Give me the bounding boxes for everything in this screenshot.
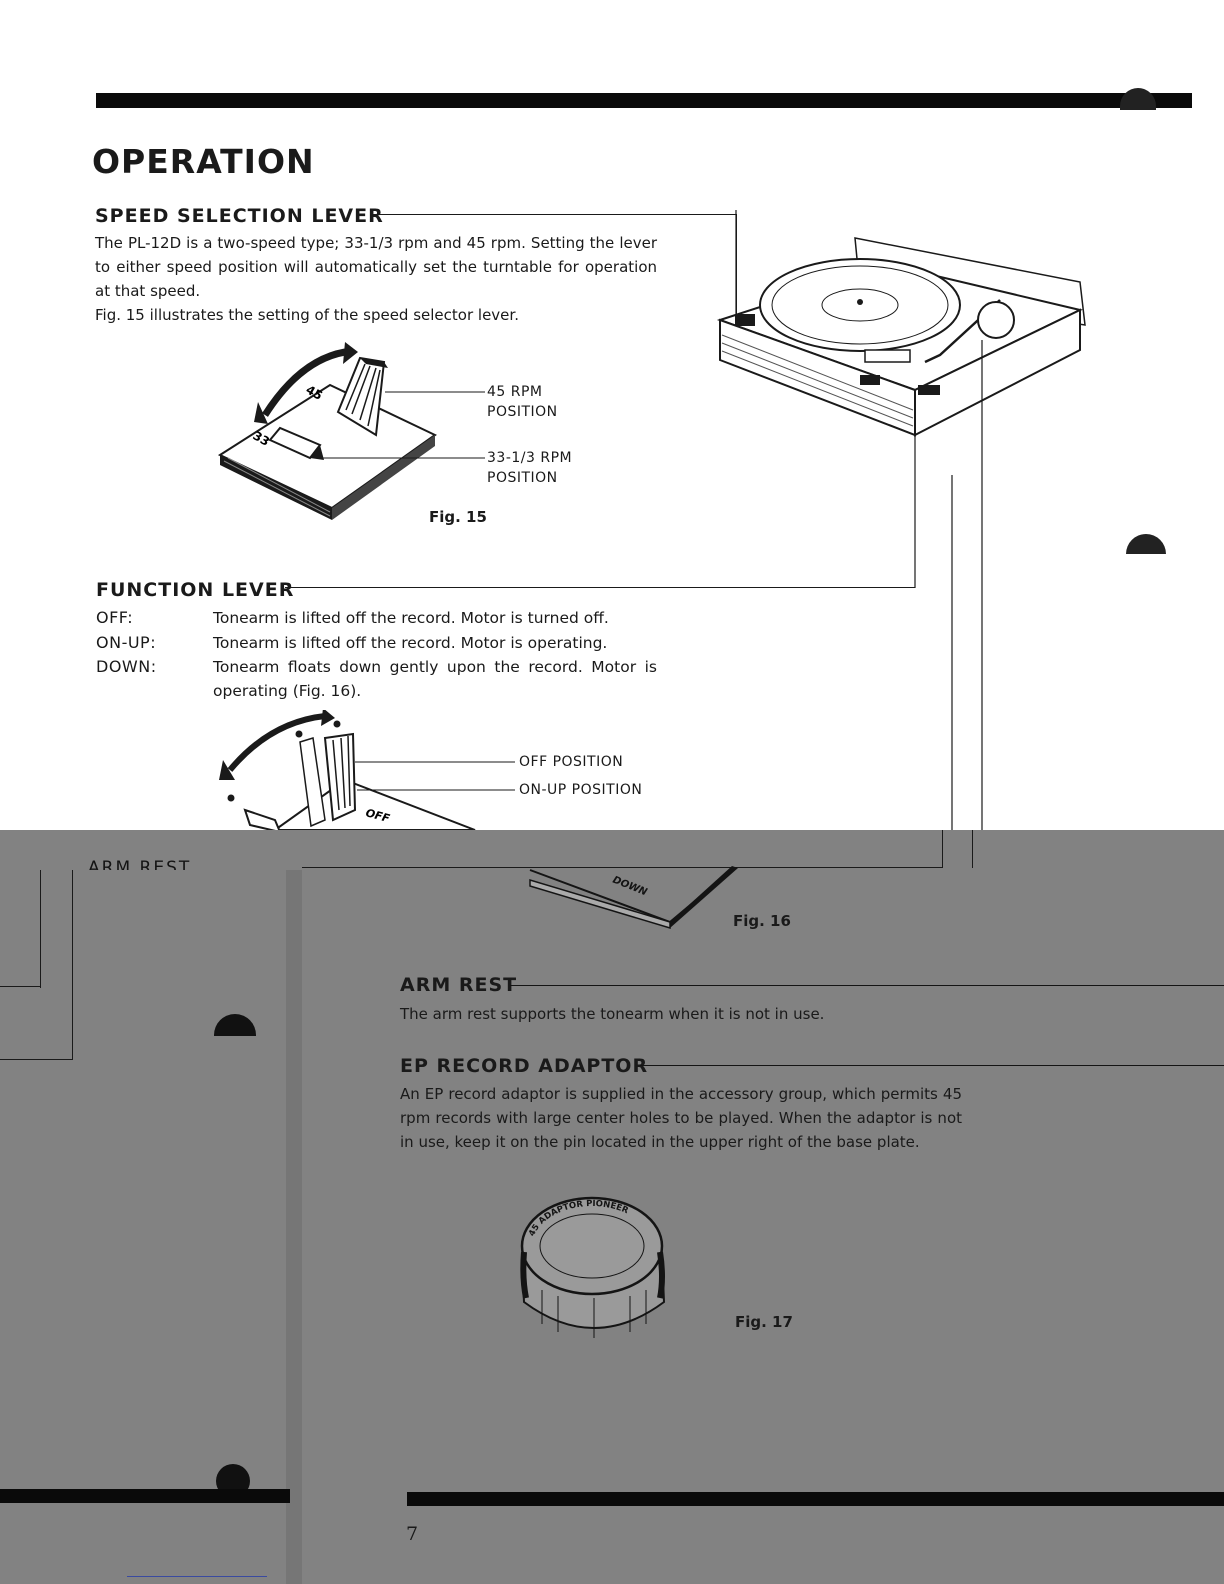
- function-term-off: OFF:: [96, 608, 134, 627]
- fold-connector-drop: [942, 830, 943, 868]
- speed-selection-fig-note: Fig. 15 illustrates the setting of the s…: [95, 306, 519, 324]
- function-lever-illustration: OFF: [219, 710, 515, 830]
- fold-connector-drop-2: [972, 830, 973, 868]
- arm-rest-rule: [510, 985, 1224, 986]
- header-bar: [96, 93, 1192, 108]
- ep-adaptor-rule: [640, 1065, 1224, 1066]
- callout-33-line2: POSITION: [487, 470, 558, 486]
- binder-hole-top: [1120, 88, 1156, 110]
- lever-mark-off: OFF: [364, 806, 391, 825]
- callout-33-rpm: 33-1/3 RPM POSITION: [487, 448, 572, 488]
- callout-45-rpm: 45 RPM POSITION: [487, 382, 558, 422]
- page-number: 7: [406, 1523, 419, 1545]
- fig-15-caption: Fig. 15: [429, 508, 487, 526]
- arm-rest-text: The arm rest supports the tonearm when i…: [400, 1005, 825, 1023]
- function-lever-heading: FUNCTION LEVER: [96, 579, 295, 601]
- callout-onup-position: ON-UP POSITION: [519, 782, 643, 798]
- callout-45-line1: 45 RPM: [487, 384, 543, 400]
- lever-mark-down: DOWN: [611, 875, 649, 899]
- turntable-illustration: [716, 210, 1086, 830]
- callout-off-position: OFF POSITION: [519, 754, 624, 770]
- function-heading-rule: [285, 587, 915, 588]
- function-term-down: DOWN:: [96, 657, 157, 676]
- left-page-rule-v2: [72, 870, 73, 1060]
- function-term-onup: ON-UP:: [96, 633, 157, 652]
- speed-heading-rule: [372, 214, 736, 215]
- callout-45-line2: POSITION: [487, 404, 558, 420]
- arm-rest-heading: ARM REST: [400, 974, 518, 996]
- function-def-onup: Tonearm is lifted off the record. Motor …: [213, 634, 608, 652]
- page-title: OPERATION: [92, 142, 315, 181]
- fig-16-caption: Fig. 16: [733, 912, 791, 930]
- footer-bar: [407, 1492, 1224, 1506]
- function-def-off: Tonearm is lifted off the record. Motor …: [213, 609, 609, 627]
- binder-hole-mid: [1126, 534, 1166, 554]
- ep-adaptor-illustration: 45 ADAPTOR PIONEER: [520, 1196, 666, 1338]
- function-lever-base-illustration: DOWN: [529, 866, 738, 930]
- fold-connector: [302, 867, 942, 868]
- speed-selection-paragraph: The PL-12D is a two-speed type; 33-1/3 r…: [95, 234, 657, 300]
- bottom-link-underline: [127, 1576, 267, 1577]
- fig-17-caption: Fig. 17: [735, 1313, 793, 1331]
- page-fold: [286, 870, 302, 1584]
- cut-off-heading: ARM REST: [88, 858, 192, 870]
- left-page-rule-h: [0, 986, 41, 987]
- ep-adaptor-heading: EP RECORD ADAPTOR: [400, 1055, 649, 1077]
- left-page-rule-h2: [0, 1059, 73, 1060]
- function-def-down: Tonearm floats down gently upon the reco…: [213, 658, 657, 700]
- binder-hole-lower: [214, 1014, 256, 1036]
- ep-adaptor-text: An EP record adaptor is supplied in the …: [400, 1085, 962, 1151]
- left-page-rule-v: [40, 870, 41, 988]
- speed-selection-heading: SPEED SELECTION LEVER: [95, 205, 384, 227]
- callout-33-line1: 33-1/3 RPM: [487, 450, 573, 466]
- speed-lever-illustration: 45 33: [217, 342, 485, 520]
- footer-bar-left: [0, 1489, 290, 1503]
